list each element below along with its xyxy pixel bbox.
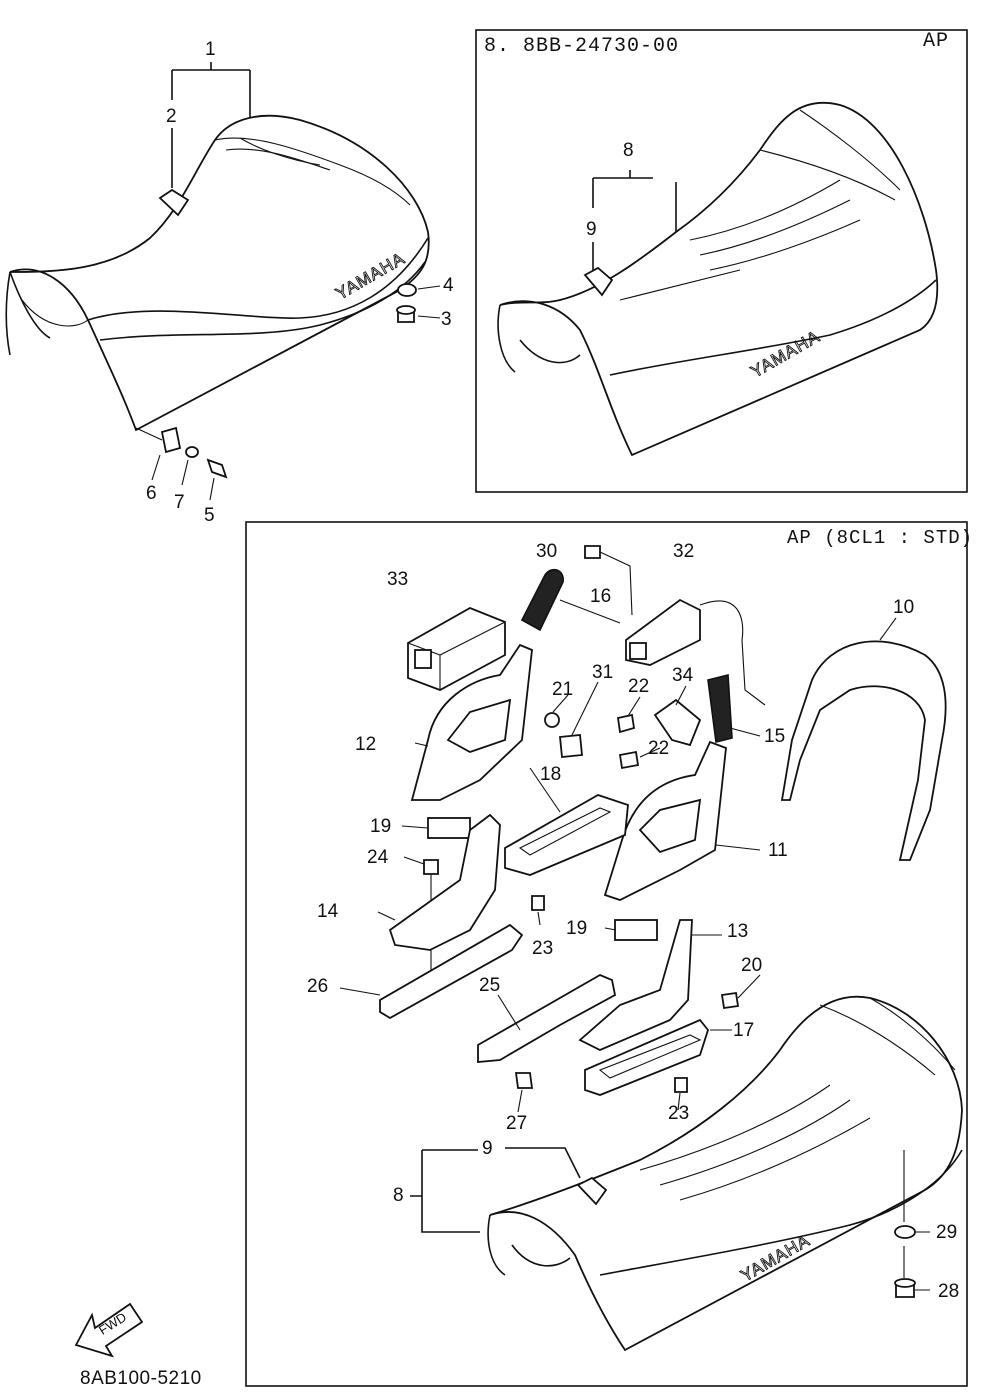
- callout-26: 26: [307, 976, 329, 997]
- callout-5: 5: [204, 505, 215, 526]
- callout-6: 6: [146, 483, 157, 504]
- callout-23-upper: 23: [532, 938, 554, 959]
- callout-34: 34: [672, 665, 694, 686]
- callout-21: 21: [552, 679, 574, 700]
- callout-4: 4: [443, 275, 454, 296]
- callout-2: 2: [166, 106, 177, 127]
- callout-11: 11: [768, 840, 788, 861]
- callout-20: 20: [741, 955, 763, 976]
- callout-29: 29: [936, 1222, 958, 1243]
- lower-box-parts-drawing: YAMAHA: [339, 545, 963, 1352]
- callout-33: 33: [387, 569, 409, 590]
- callout-8-upper: 8: [623, 140, 634, 161]
- lower-box-border: [245, 521, 968, 1387]
- callout-31: 31: [592, 662, 614, 683]
- callout-14: 14: [317, 901, 339, 922]
- callout-27: 27: [506, 1113, 528, 1134]
- callout-17: 17: [733, 1020, 755, 1041]
- callout-19-left: 19: [370, 816, 392, 837]
- callout-25: 25: [479, 975, 501, 996]
- callout-22-top: 22: [628, 676, 650, 697]
- callout-7: 7: [174, 492, 185, 513]
- callout-23-lower: 23: [668, 1103, 690, 1124]
- upper-box-tag: AP: [923, 30, 950, 53]
- callout-15: 15: [764, 726, 786, 747]
- callout-30: 30: [536, 541, 558, 562]
- main-seat-drawing: YAMAHA: [5, 62, 441, 501]
- upper-box-title: 8. 8BB-24730-00: [484, 35, 680, 58]
- callout-8-lower: 8: [393, 1185, 404, 1206]
- callout-19-right: 19: [566, 918, 588, 939]
- callout-22-bottom: 22: [648, 738, 670, 759]
- upper-box-border: [475, 29, 968, 493]
- callout-10: 10: [893, 597, 915, 618]
- callout-16: 16: [590, 586, 612, 607]
- callout-3: 3: [441, 309, 452, 330]
- callout-18: 18: [540, 764, 562, 785]
- callout-9-lower: 9: [482, 1138, 493, 1159]
- callout-28: 28: [938, 1281, 960, 1302]
- fwd-arrow: [74, 1302, 144, 1358]
- callout-24: 24: [367, 847, 389, 868]
- callout-13: 13: [727, 921, 749, 942]
- callout-12: 12: [355, 734, 377, 755]
- callout-1: 1: [205, 39, 216, 60]
- callout-32: 32: [673, 541, 695, 562]
- figure-code: 8AB100-5210: [80, 1368, 202, 1389]
- lower-box-tag: AP (8CL1 : STD): [787, 527, 974, 549]
- callout-9-upper: 9: [586, 219, 597, 240]
- upper-box-seat-drawing: YAMAHA: [497, 101, 939, 457]
